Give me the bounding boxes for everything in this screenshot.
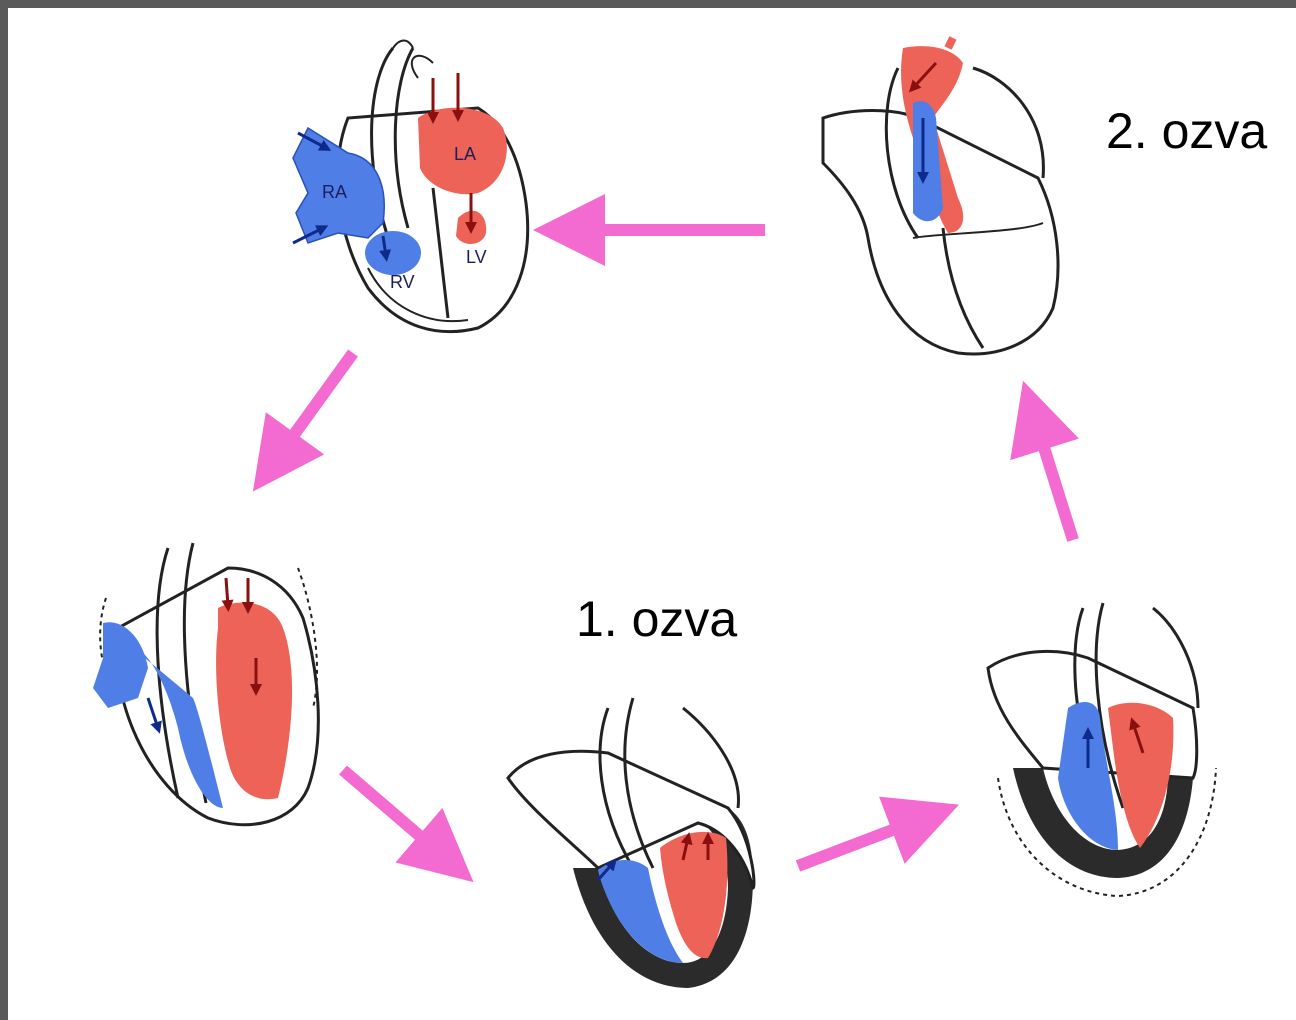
heart-atrial-filling: RA LA RV LV <box>293 41 528 332</box>
arrow-stage1-to-stage2 <box>288 353 353 443</box>
first-heart-sound-label: 1. ozva <box>576 591 737 647</box>
arrow-stage4-to-stage5 <box>1041 438 1073 540</box>
label-ra: RA <box>322 182 347 202</box>
heart-isovolumic-relaxation <box>823 38 1058 354</box>
arrow-stage2-to-stage3 <box>343 770 428 843</box>
label-lv: LV <box>466 247 487 267</box>
heart-ejection <box>988 603 1216 896</box>
arrow-stage3-to-stage4 <box>798 826 903 866</box>
label-rv: RV <box>390 272 415 292</box>
second-heart-sound-label: 2. ozva <box>1106 103 1267 159</box>
heart-isovolumic-contraction <box>508 698 754 988</box>
label-la: LA <box>454 144 476 164</box>
heart-atrial-contraction <box>93 543 318 825</box>
